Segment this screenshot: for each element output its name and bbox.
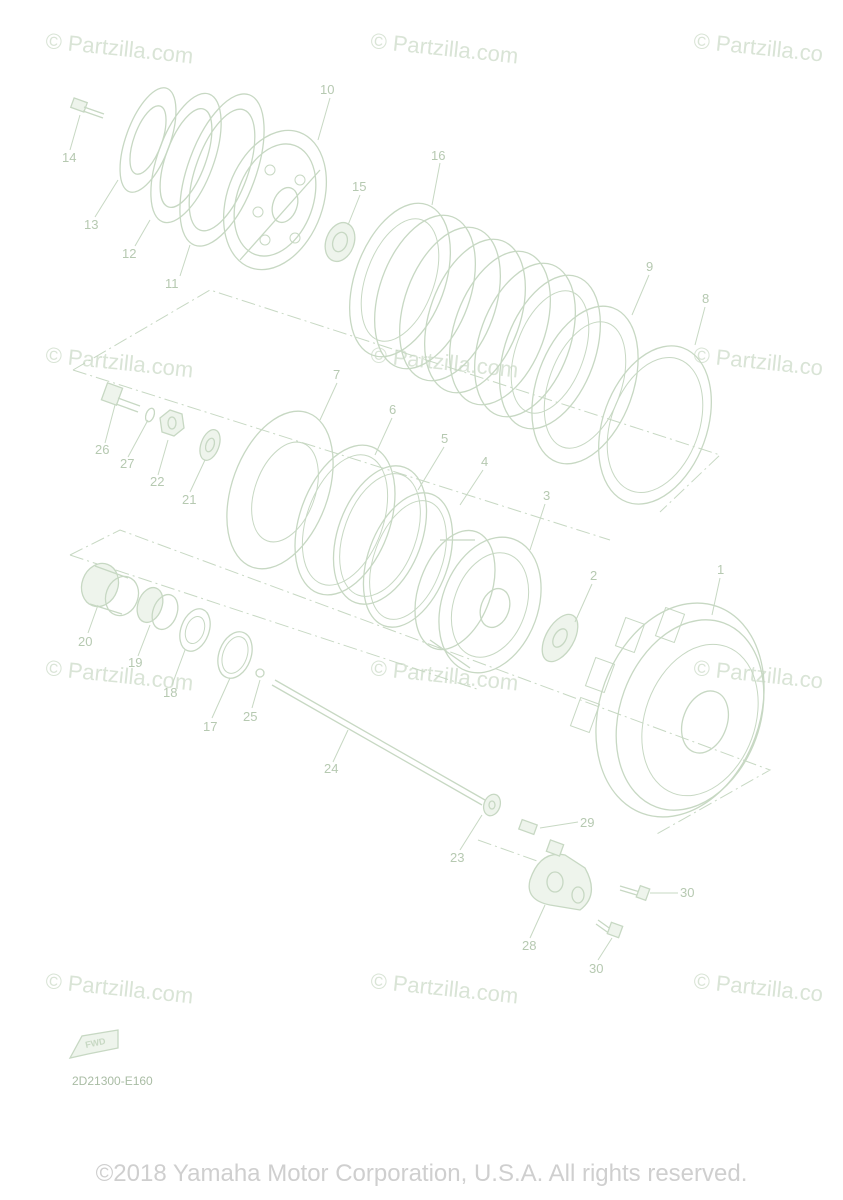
diagram-code: 2D21300-E160 [72,1074,153,1088]
part-18-bearing [179,608,211,652]
part-14-bolt [69,97,105,119]
callout-17: 17 [203,719,217,734]
part-28-push-lever [528,839,592,911]
part-27-washer [144,407,156,423]
callout-9: 9 [646,259,653,274]
part-6-plate [294,444,396,596]
watermark: © Partzilla.com [44,968,194,1008]
callout-2: 2 [590,568,597,583]
part-17-washer [217,631,253,679]
part-16-plate-pack [348,202,602,430]
part-21-lock-washer [199,429,221,461]
part-24-push-rod [271,679,486,806]
fwd-label: FWD [84,1036,107,1050]
callout-28: 28 [522,938,536,953]
callout-15: 15 [352,179,366,194]
callout-8: 8 [702,291,709,306]
callout-21: 21 [182,492,196,507]
upper-group-box [72,289,721,513]
pressure-plate-stack [119,87,328,271]
part-5-spring [332,465,428,605]
part-1-clutch-housing [569,602,765,818]
callout-18: 18 [163,685,177,700]
callout-16: 16 [431,148,445,163]
callout-3: 3 [543,488,550,503]
callout-7: 7 [333,367,340,382]
callout-numbers: 1 2 3 4 5 6 7 8 9 10 11 12 13 14 15 16 1… [62,82,724,976]
watermark: © Partzilla.co [692,28,824,66]
watermark: © Partzilla.com [369,968,519,1008]
callout-11: 11 [165,276,179,291]
part-20-collar [80,562,140,617]
callout-6: 6 [389,402,396,417]
watermark: © Partzilla.co [692,342,824,380]
callout-26: 26 [95,442,109,457]
part-19-bush [136,586,179,631]
callout-12: 12 [122,246,136,261]
callout-13: 13 [84,217,98,232]
watermark: © Partzilla.com [369,28,519,68]
callout-5: 5 [441,431,448,446]
clutch-lever-leader [477,839,541,863]
part-23-oil-seal [482,793,502,817]
part-8-plate [598,345,712,505]
callout-23: 23 [450,850,464,865]
part-4-spring [362,492,454,628]
callout-29: 29 [580,815,594,830]
callout-1: 1 [717,562,724,577]
part-30-bolt-b [595,919,624,939]
callout-30-a: 30 [680,885,694,900]
part-11-plate [179,93,265,247]
callout-19: 19 [128,655,142,670]
part-12-plate [150,92,222,224]
part-26-bolt [100,381,141,413]
part-3-clutch-boss [414,529,542,674]
callout-10: 10 [320,82,334,97]
callout-27: 27 [120,456,134,471]
part-15-bearing [324,221,356,263]
part-22-nut [159,409,185,437]
callout-24: 24 [324,761,338,776]
fwd-arrow-icon: FWD [68,1029,119,1059]
part-25-ball [255,668,265,678]
callout-leaders [69,97,721,961]
part-30-bolt-a [619,884,651,902]
upper-group-box-edge [72,369,611,541]
watermark: © Partzilla.com [44,28,194,68]
callout-4: 4 [481,454,488,469]
watermark: © Partzilla.com [44,342,194,382]
part-7-plate [226,410,334,570]
part-10-pressure-plate [222,129,328,271]
part-13-plate [119,87,177,193]
callout-20: 20 [78,634,92,649]
part-2-thrust-washer [541,613,579,663]
callout-25: 25 [243,709,257,724]
callout-14: 14 [62,150,76,165]
callout-22: 22 [150,474,164,489]
part-29-plug [517,818,539,836]
callout-30-b: 30 [589,961,603,976]
copyright-notice: ©2018 Yamaha Motor Corporation, U.S.A. A… [95,1160,748,1187]
watermark: © Partzilla.co [692,968,824,1006]
